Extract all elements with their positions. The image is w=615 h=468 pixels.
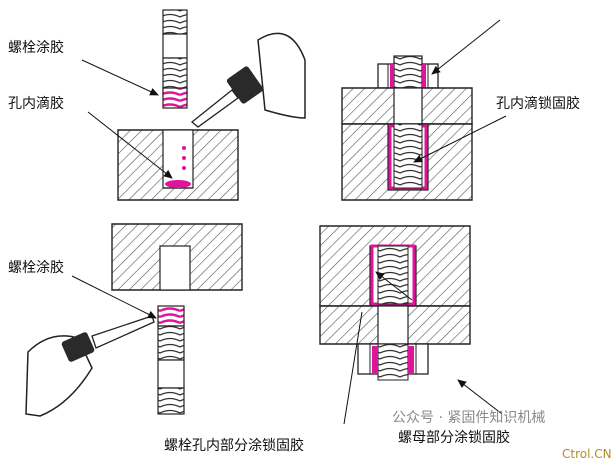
glue-bottle-top bbox=[190, 32, 306, 128]
block-bottom-left bbox=[111, 223, 243, 291]
bolt-glue-coat bbox=[162, 87, 188, 109]
upper-plate bbox=[341, 87, 473, 125]
panel-top-right: 孔内滴锁固胶 bbox=[341, 19, 580, 201]
source-credit: Ctrol.CN bbox=[562, 447, 612, 461]
panel-bottom-left: 螺栓涂胶 bbox=[8, 223, 243, 417]
watermark: 公众号 · 紧固件知识机械 bbox=[392, 409, 545, 426]
bolt-top-left bbox=[162, 9, 188, 109]
glue-drop-hole bbox=[165, 180, 191, 188]
panel-top-left: 螺栓涂胶 孔内滴胶 bbox=[8, 9, 306, 201]
glue-bottle-bottom bbox=[25, 315, 155, 417]
plate-bottom-upper bbox=[319, 225, 471, 307]
label-hole-drip: 孔内滴胶 bbox=[8, 95, 64, 112]
label-hole-drip-lock: 孔内滴锁固胶 bbox=[496, 95, 580, 112]
label-bolt-hole-partial: 螺栓孔内部分涂锁固胶 bbox=[164, 437, 304, 454]
nut-top bbox=[377, 55, 439, 89]
label-bolt-coat-left: 螺栓涂胶 bbox=[8, 259, 64, 276]
lower-plate bbox=[341, 123, 473, 201]
label-nut-partial: 螺母部分涂锁固胶 bbox=[398, 429, 510, 446]
nut-bottom bbox=[357, 343, 429, 381]
plate-bottom-lower bbox=[319, 305, 471, 345]
block-with-hole bbox=[117, 129, 239, 201]
bolt-bottom-left bbox=[157, 305, 185, 415]
label-bolt-coat-top: 螺栓涂胶 bbox=[8, 39, 64, 56]
panel-bottom-right bbox=[319, 225, 503, 425]
